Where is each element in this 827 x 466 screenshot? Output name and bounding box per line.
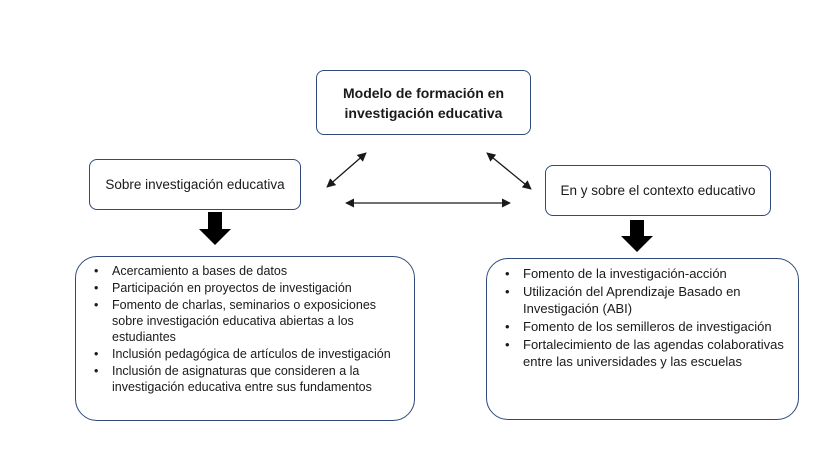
list-item: Fomento de los semilleros de investigaci…: [501, 318, 788, 335]
block-arrow-left: [199, 212, 231, 245]
list-item: Fomento de charlas, seminarios o exposic…: [90, 297, 404, 345]
list-item: Acercamiento a bases de datos: [90, 263, 404, 279]
arrow-top-right: [486, 152, 532, 190]
about-research-box: Sobre investigación educativa: [89, 159, 301, 210]
model-title: Modelo de formación en investigación edu…: [342, 84, 504, 121]
list-item: Inclusión pedagógica de artículos de inv…: [90, 346, 404, 362]
about-research-list: Acercamiento a bases de datos Participac…: [75, 256, 415, 421]
block-arrow-right: [621, 220, 653, 252]
context-list: Fomento de la investigación-acción Utili…: [486, 258, 799, 420]
list-item: Inclusión de asignaturas que consideren …: [90, 363, 404, 395]
arrow-top-left: [326, 152, 367, 188]
list-item: Fomento de la investigación-acción: [501, 265, 788, 282]
context-box: En y sobre el contexto educativo: [545, 165, 771, 216]
about-research-label: Sobre investigación educativa: [105, 177, 285, 192]
list-item: Utilización del Aprendizaje Basado en In…: [501, 283, 788, 317]
list-item: Participación en proyectos de investigac…: [90, 280, 404, 296]
list-item: Fortalecimiento de las agendas colaborat…: [501, 336, 788, 370]
context-label: En y sobre el contexto educativo: [560, 183, 756, 198]
model-title-box: Modelo de formación en investigación edu…: [316, 70, 531, 135]
